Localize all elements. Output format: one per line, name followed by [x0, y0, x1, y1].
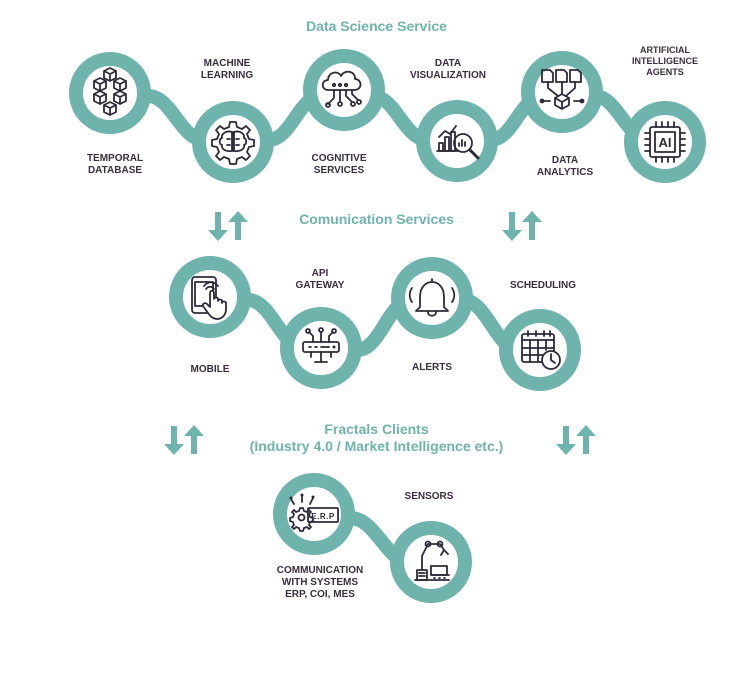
- node-data-analytics: [521, 51, 603, 133]
- section-title-fractals: Fractals Clients: [324, 421, 429, 437]
- label-api-gateway: API GATEWAY: [295, 268, 345, 291]
- label-sensors: SENSORS: [404, 491, 454, 502]
- label-scheduling: SCHEDULING: [509, 280, 577, 291]
- cloud-network-icon: [321, 70, 362, 108]
- bell-icon: [408, 278, 456, 317]
- node-communication-systems: E.R.P: [273, 473, 355, 555]
- ai-chip-badge: AI: [659, 135, 672, 150]
- node-temporal-database: [69, 52, 151, 134]
- documents-network-icon: [539, 69, 585, 110]
- node-scheduling: [499, 309, 581, 391]
- section-title-data-science: Data Science Service: [306, 18, 447, 34]
- ai-chip-icon: AI: [644, 121, 686, 163]
- node-cognitive-services: [303, 49, 385, 131]
- label-data-visualization: DATA VISUALIZATION: [410, 58, 486, 81]
- erp-gear-icon: E.R.P: [289, 493, 339, 532]
- section-title-communication: Comunication Services: [299, 211, 454, 227]
- arrow-pair-left-top: [208, 211, 248, 241]
- node-machine-learning: [192, 101, 274, 183]
- arrow-pair-right-top: [502, 211, 542, 241]
- tablet-touch-icon: [191, 276, 227, 320]
- brain-gear-icon: [211, 121, 255, 165]
- label-mobile: MOBILE: [190, 364, 230, 375]
- node-sensors: [390, 521, 472, 603]
- arrow-pair-right-bottom: [556, 425, 596, 455]
- label-machine-learning: MACHINE LEARNING: [200, 58, 254, 81]
- section-subtitle-fractals: (Industry 4.0 / Market Intelligence etc.…: [249, 438, 504, 454]
- node-mobile: [169, 256, 251, 338]
- label-ai-agents: ARTIFICIAL INTELLIGENCE AGENTS: [631, 45, 699, 77]
- erp-badge: E.R.P: [311, 512, 335, 521]
- node-alerts: [391, 257, 473, 339]
- label-alerts: ALERTS: [412, 362, 452, 373]
- arrow-pair-left-bottom: [164, 425, 204, 455]
- robot-arm-icon: [414, 540, 450, 581]
- router-icon: [302, 327, 340, 363]
- node-data-visualization: [416, 100, 498, 182]
- label-communication-systems: COMMUNICATION WITH SYSTEMS ERP, COI, MES: [276, 565, 364, 600]
- calendar-clock-icon: [521, 330, 561, 370]
- label-cognitive-services: COGNITIVE SERVICES: [311, 153, 367, 176]
- chart-magnifier-icon: [436, 125, 480, 160]
- node-ai-agents: AI: [624, 101, 706, 183]
- cubes-icon: [93, 67, 127, 116]
- node-api-gateway: [280, 307, 362, 389]
- label-temporal-database: TEMPORAL DATABASE: [86, 153, 144, 176]
- label-data-analytics: DATA ANALYTICS: [536, 155, 594, 178]
